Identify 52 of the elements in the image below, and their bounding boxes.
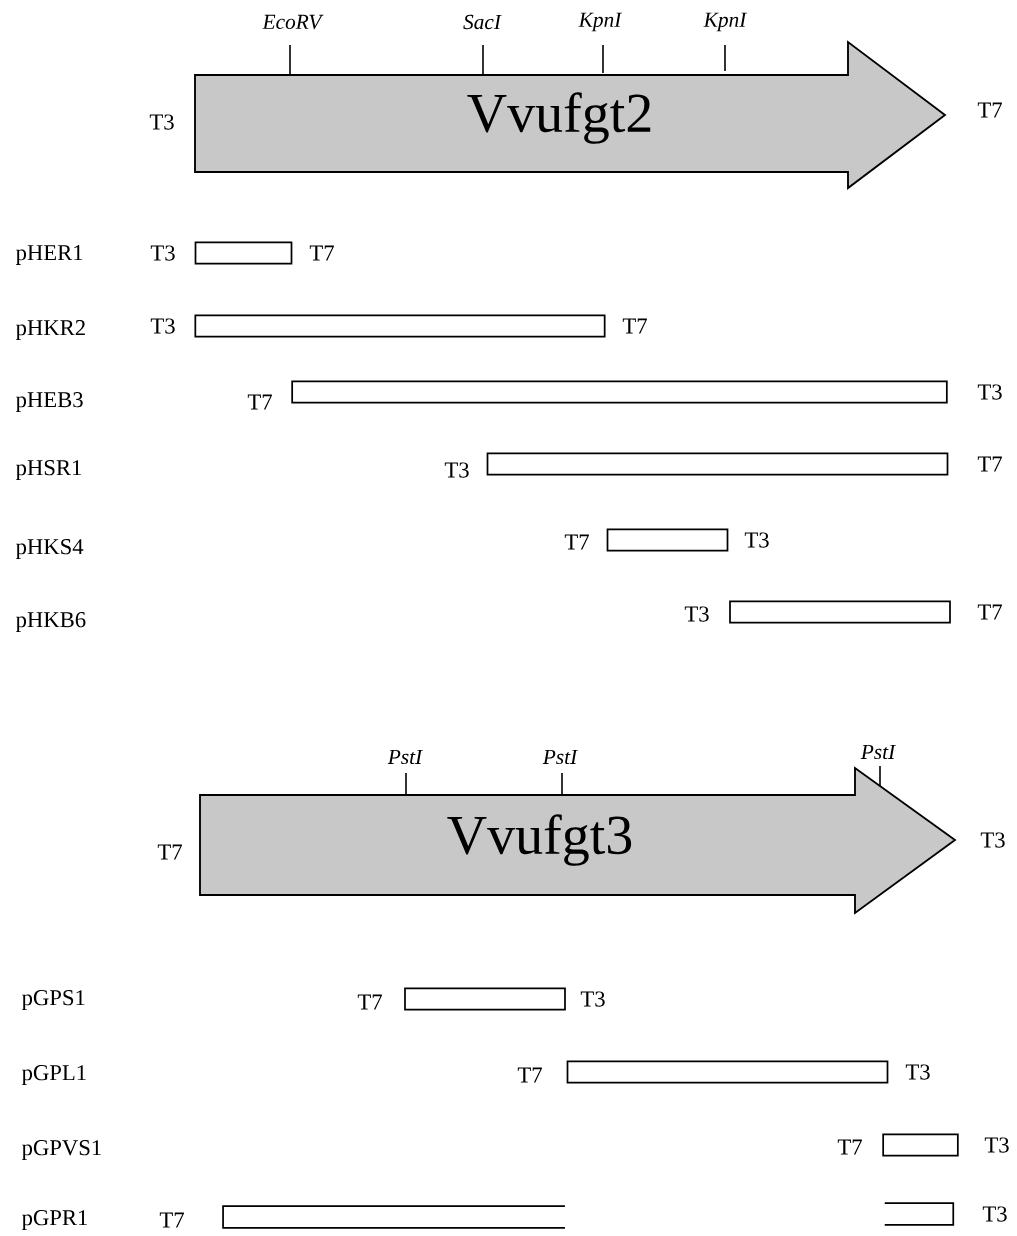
primer-label: T7 bbox=[622, 318, 647, 334]
clone-name: pHKB6 bbox=[15, 612, 86, 632]
clone-bar bbox=[291, 380, 948, 404]
clone-bar bbox=[194, 314, 606, 338]
primer-label: T3 bbox=[980, 832, 1005, 848]
restriction-site-label: PstI bbox=[860, 744, 897, 760]
restriction-site-label: SacI bbox=[463, 14, 502, 30]
primer-label: T7 bbox=[977, 102, 1002, 118]
clone-bar bbox=[606, 528, 729, 552]
restriction-site-label: PstI bbox=[387, 749, 424, 765]
clone-bar bbox=[222, 1205, 566, 1229]
primer-label: T7 bbox=[977, 604, 1002, 620]
primer-label: T7 bbox=[159, 1212, 184, 1228]
clone-bar bbox=[882, 1133, 959, 1157]
primer-label: T3 bbox=[150, 318, 175, 334]
primer-label: T3 bbox=[984, 1137, 1009, 1153]
restriction-site-label: EcoRV bbox=[262, 14, 324, 30]
primer-label: T3 bbox=[744, 532, 769, 548]
primer-label: T3 bbox=[684, 606, 709, 622]
clone-name: pHEB3 bbox=[15, 392, 83, 412]
clone-bar bbox=[566, 1060, 889, 1084]
clone-name: pGPS1 bbox=[21, 990, 85, 1010]
clone-name: pHER1 bbox=[15, 245, 83, 265]
primer-label: T3 bbox=[150, 245, 175, 261]
primer-label: T7 bbox=[977, 456, 1002, 472]
clone-bar bbox=[729, 600, 951, 624]
clone-name: pGPL1 bbox=[21, 1065, 86, 1085]
primer-label: T7 bbox=[837, 1139, 862, 1155]
restriction-site-label: PstI bbox=[542, 749, 579, 765]
clone-name: pGPR1 bbox=[21, 1210, 87, 1230]
primer-label: T7 bbox=[247, 394, 272, 410]
primer-label: T7 bbox=[564, 534, 589, 550]
primer-label: T3 bbox=[444, 462, 469, 478]
primer-label: T3 bbox=[982, 1206, 1007, 1222]
primer-label: T7 bbox=[309, 245, 334, 261]
primer-label: T7 bbox=[517, 1067, 542, 1083]
clone-name: pHKR2 bbox=[15, 320, 85, 340]
primer-label: T3 bbox=[977, 384, 1002, 400]
primer-label: T3 bbox=[580, 991, 605, 1007]
clone-bar bbox=[404, 987, 566, 1011]
primer-label: T3 bbox=[905, 1064, 930, 1080]
clone-name: pHKS4 bbox=[15, 539, 84, 559]
clone-bar bbox=[194, 241, 293, 265]
clone-bar bbox=[486, 452, 949, 476]
clone-bar bbox=[883, 1202, 955, 1226]
restriction-site-label: KpnI bbox=[703, 12, 748, 32]
primer-label: T7 bbox=[357, 994, 382, 1010]
primer-label: T7 bbox=[157, 844, 182, 860]
clone-name: pGPVS1 bbox=[21, 1140, 101, 1160]
restriction-site-label: KpnI bbox=[578, 12, 623, 32]
clone-name: pHSR1 bbox=[15, 460, 81, 480]
primer-label: T3 bbox=[149, 114, 174, 130]
